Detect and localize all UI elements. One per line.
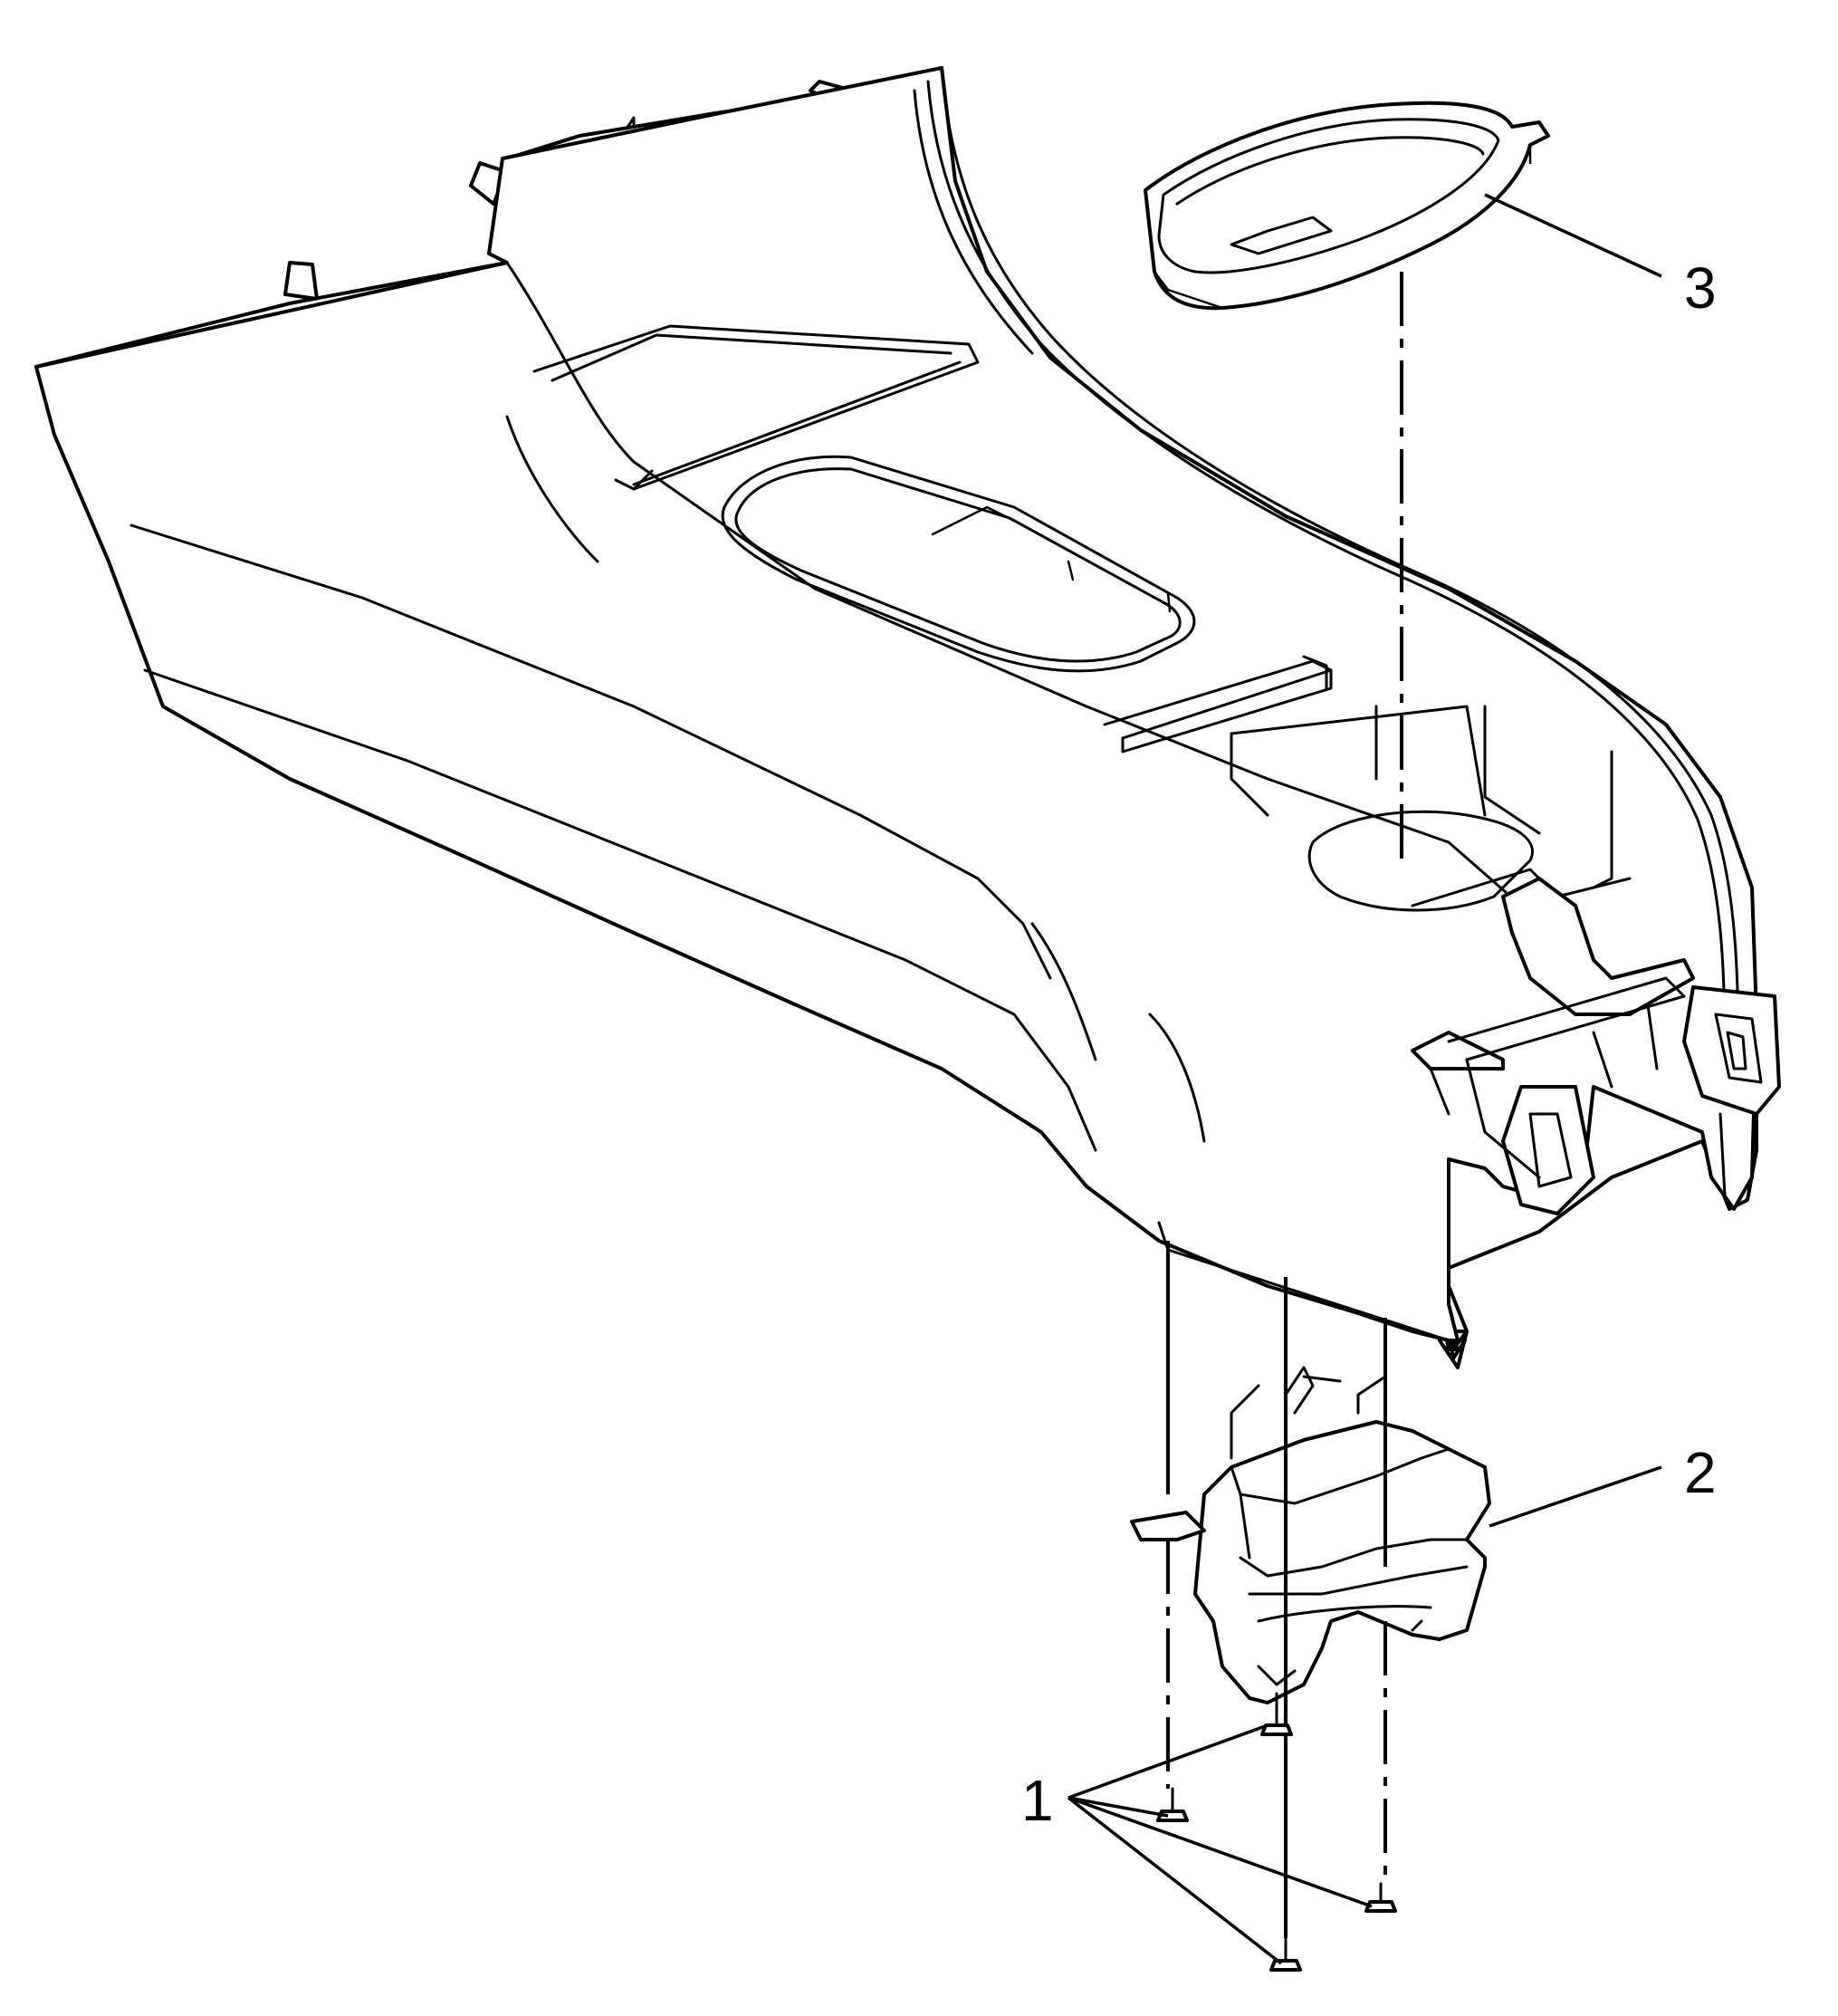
- callout-label-1: 1: [1021, 1768, 1054, 1833]
- console-top-rim: [505, 261, 1523, 907]
- callout-label-2: 2: [1684, 1440, 1717, 1505]
- leader-2: [1489, 1465, 1662, 1528]
- leader-1c: [1067, 1796, 1373, 1908]
- callout-labels: 3 2 1: [1021, 255, 1717, 1833]
- callout-leaders: [1067, 193, 1662, 1965]
- console-body: [34, 66, 1781, 1369]
- callout-label-3: 3: [1684, 255, 1717, 321]
- fasteners: [1156, 1692, 1397, 1972]
- leader-1d: [1067, 1796, 1283, 1965]
- assembly-guides: [1166, 272, 1403, 1938]
- fastener-c: [1364, 1882, 1397, 1913]
- fastener-b: [1156, 1787, 1189, 1822]
- leader-1a: [1067, 1723, 1268, 1800]
- fastener-d: [1269, 1936, 1302, 1972]
- bracket: [1130, 1366, 1491, 1704]
- fastener-a: [1260, 1692, 1293, 1736]
- shifter-opening: [721, 455, 1196, 673]
- insert-tray: [1144, 101, 1550, 311]
- leader-3: [1484, 193, 1662, 278]
- leader-1b: [1067, 1796, 1169, 1818]
